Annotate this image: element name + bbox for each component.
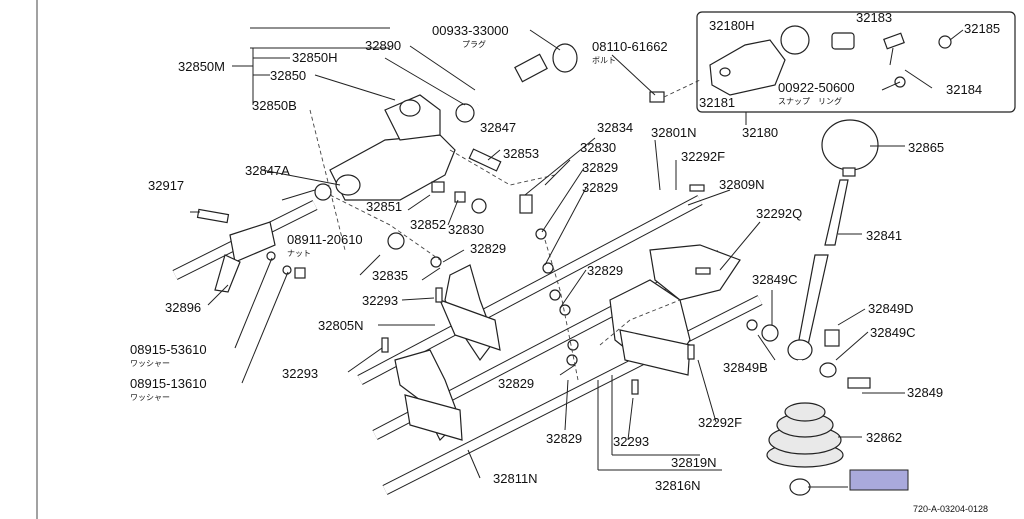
label-32805N: 32805N: [318, 318, 364, 333]
label-32849D: 32849D: [868, 301, 914, 316]
label-32293-c: 32293: [613, 434, 649, 449]
label-32180: 32180: [742, 125, 778, 140]
inset-parts: [709, 25, 952, 96]
label-32830-a: 32830: [448, 222, 484, 237]
label-08915-53610-jp: ワッシャー: [130, 359, 170, 368]
label-32185: 32185: [964, 21, 1000, 36]
label-08915-13610: 08915-13610: [130, 376, 207, 391]
label-32181: 32181: [699, 95, 735, 110]
label-32849C-b: 32849C: [870, 325, 916, 340]
label-32180H: 32180H: [709, 18, 755, 33]
label-32847A: 32847A: [245, 163, 290, 178]
label-32852: 32852: [410, 217, 446, 232]
label-32183: 32183: [856, 10, 892, 25]
label-32850M: 32850M: [178, 59, 225, 74]
label-32819N: 32819N: [671, 455, 717, 470]
label-00922-jp: スナップ リング: [778, 96, 842, 106]
label-32816N: 32816N: [655, 478, 701, 493]
boot-32862: [766, 402, 844, 496]
label-32849: 32849: [907, 385, 943, 400]
label-32809N: 32809N: [719, 177, 765, 192]
label-08911-20610: 08911-20610: [287, 232, 363, 247]
label-32829-a: 32829: [582, 160, 618, 175]
label-08911-jp: ナット: [287, 249, 311, 258]
label-32292F-a: 32292F: [681, 149, 725, 164]
label-32849C-a: 32849C: [752, 272, 798, 287]
label-32834: 32834: [597, 120, 633, 135]
label-00933-jp: プラグ: [462, 39, 486, 49]
selector-housing: [329, 94, 475, 201]
label-32862: 32862: [866, 430, 902, 445]
label-32847: 32847: [480, 120, 516, 135]
label-32829-b: 32829: [582, 180, 618, 195]
label-08110-jp: ボルト: [592, 56, 616, 65]
shift-forks: [214, 221, 741, 442]
label-32850H: 32850H: [292, 50, 338, 65]
label-32293-b: 32293: [282, 366, 318, 381]
label-32865: 32865: [908, 140, 944, 155]
label-32184: 32184: [946, 82, 982, 97]
label-32850B: 32850B: [252, 98, 297, 113]
label-32841: 32841: [866, 228, 902, 243]
label-32292Q: 32292Q: [756, 206, 802, 221]
label-32829-d: 32829: [587, 263, 623, 278]
label-32829-c: 32829: [470, 241, 506, 256]
label-32853: 32853: [503, 146, 539, 161]
label-08915-13610-jp: ワッシャー: [130, 393, 170, 402]
label-32830-b: 32830: [580, 140, 616, 155]
label-32811N: 32811N: [493, 471, 538, 486]
shift-lever: [746, 119, 879, 390]
label-32829-e: 32829: [498, 376, 534, 391]
label-00922-50600: 00922-50600: [778, 80, 855, 95]
label-32801N: 32801N: [651, 125, 697, 140]
label-00933-33000: 00933-33000: [432, 23, 509, 38]
part-labels: 00933-33000 プラグ 32890 32850M 32850H 3285…: [130, 10, 1000, 514]
label-32850: 32850: [270, 68, 306, 83]
label-32292F-b: 32292F: [698, 415, 742, 430]
label-08915-53610: 08915-53610: [130, 342, 207, 357]
footer-code: 720-A-03204-0128: [913, 504, 988, 514]
shaft-32890: [477, 43, 578, 107]
label-08110-61662: 08110-61662: [592, 39, 668, 54]
label-32829-f: 32829: [546, 431, 582, 446]
bolt-08110: [649, 79, 701, 103]
label-32835: 32835: [372, 268, 408, 283]
leader-lines: [190, 27, 964, 488]
label-32896: 32896: [165, 300, 201, 315]
assembly-guides: [309, 109, 681, 381]
label-32851: 32851: [366, 199, 402, 214]
label-32890: 32890: [365, 38, 401, 53]
label-32917: 32917: [148, 178, 184, 193]
label-32293-a: 32293: [362, 293, 398, 308]
highlight-box: [849, 469, 909, 491]
label-32849B: 32849B: [723, 360, 768, 375]
inset-box: [696, 11, 1016, 113]
